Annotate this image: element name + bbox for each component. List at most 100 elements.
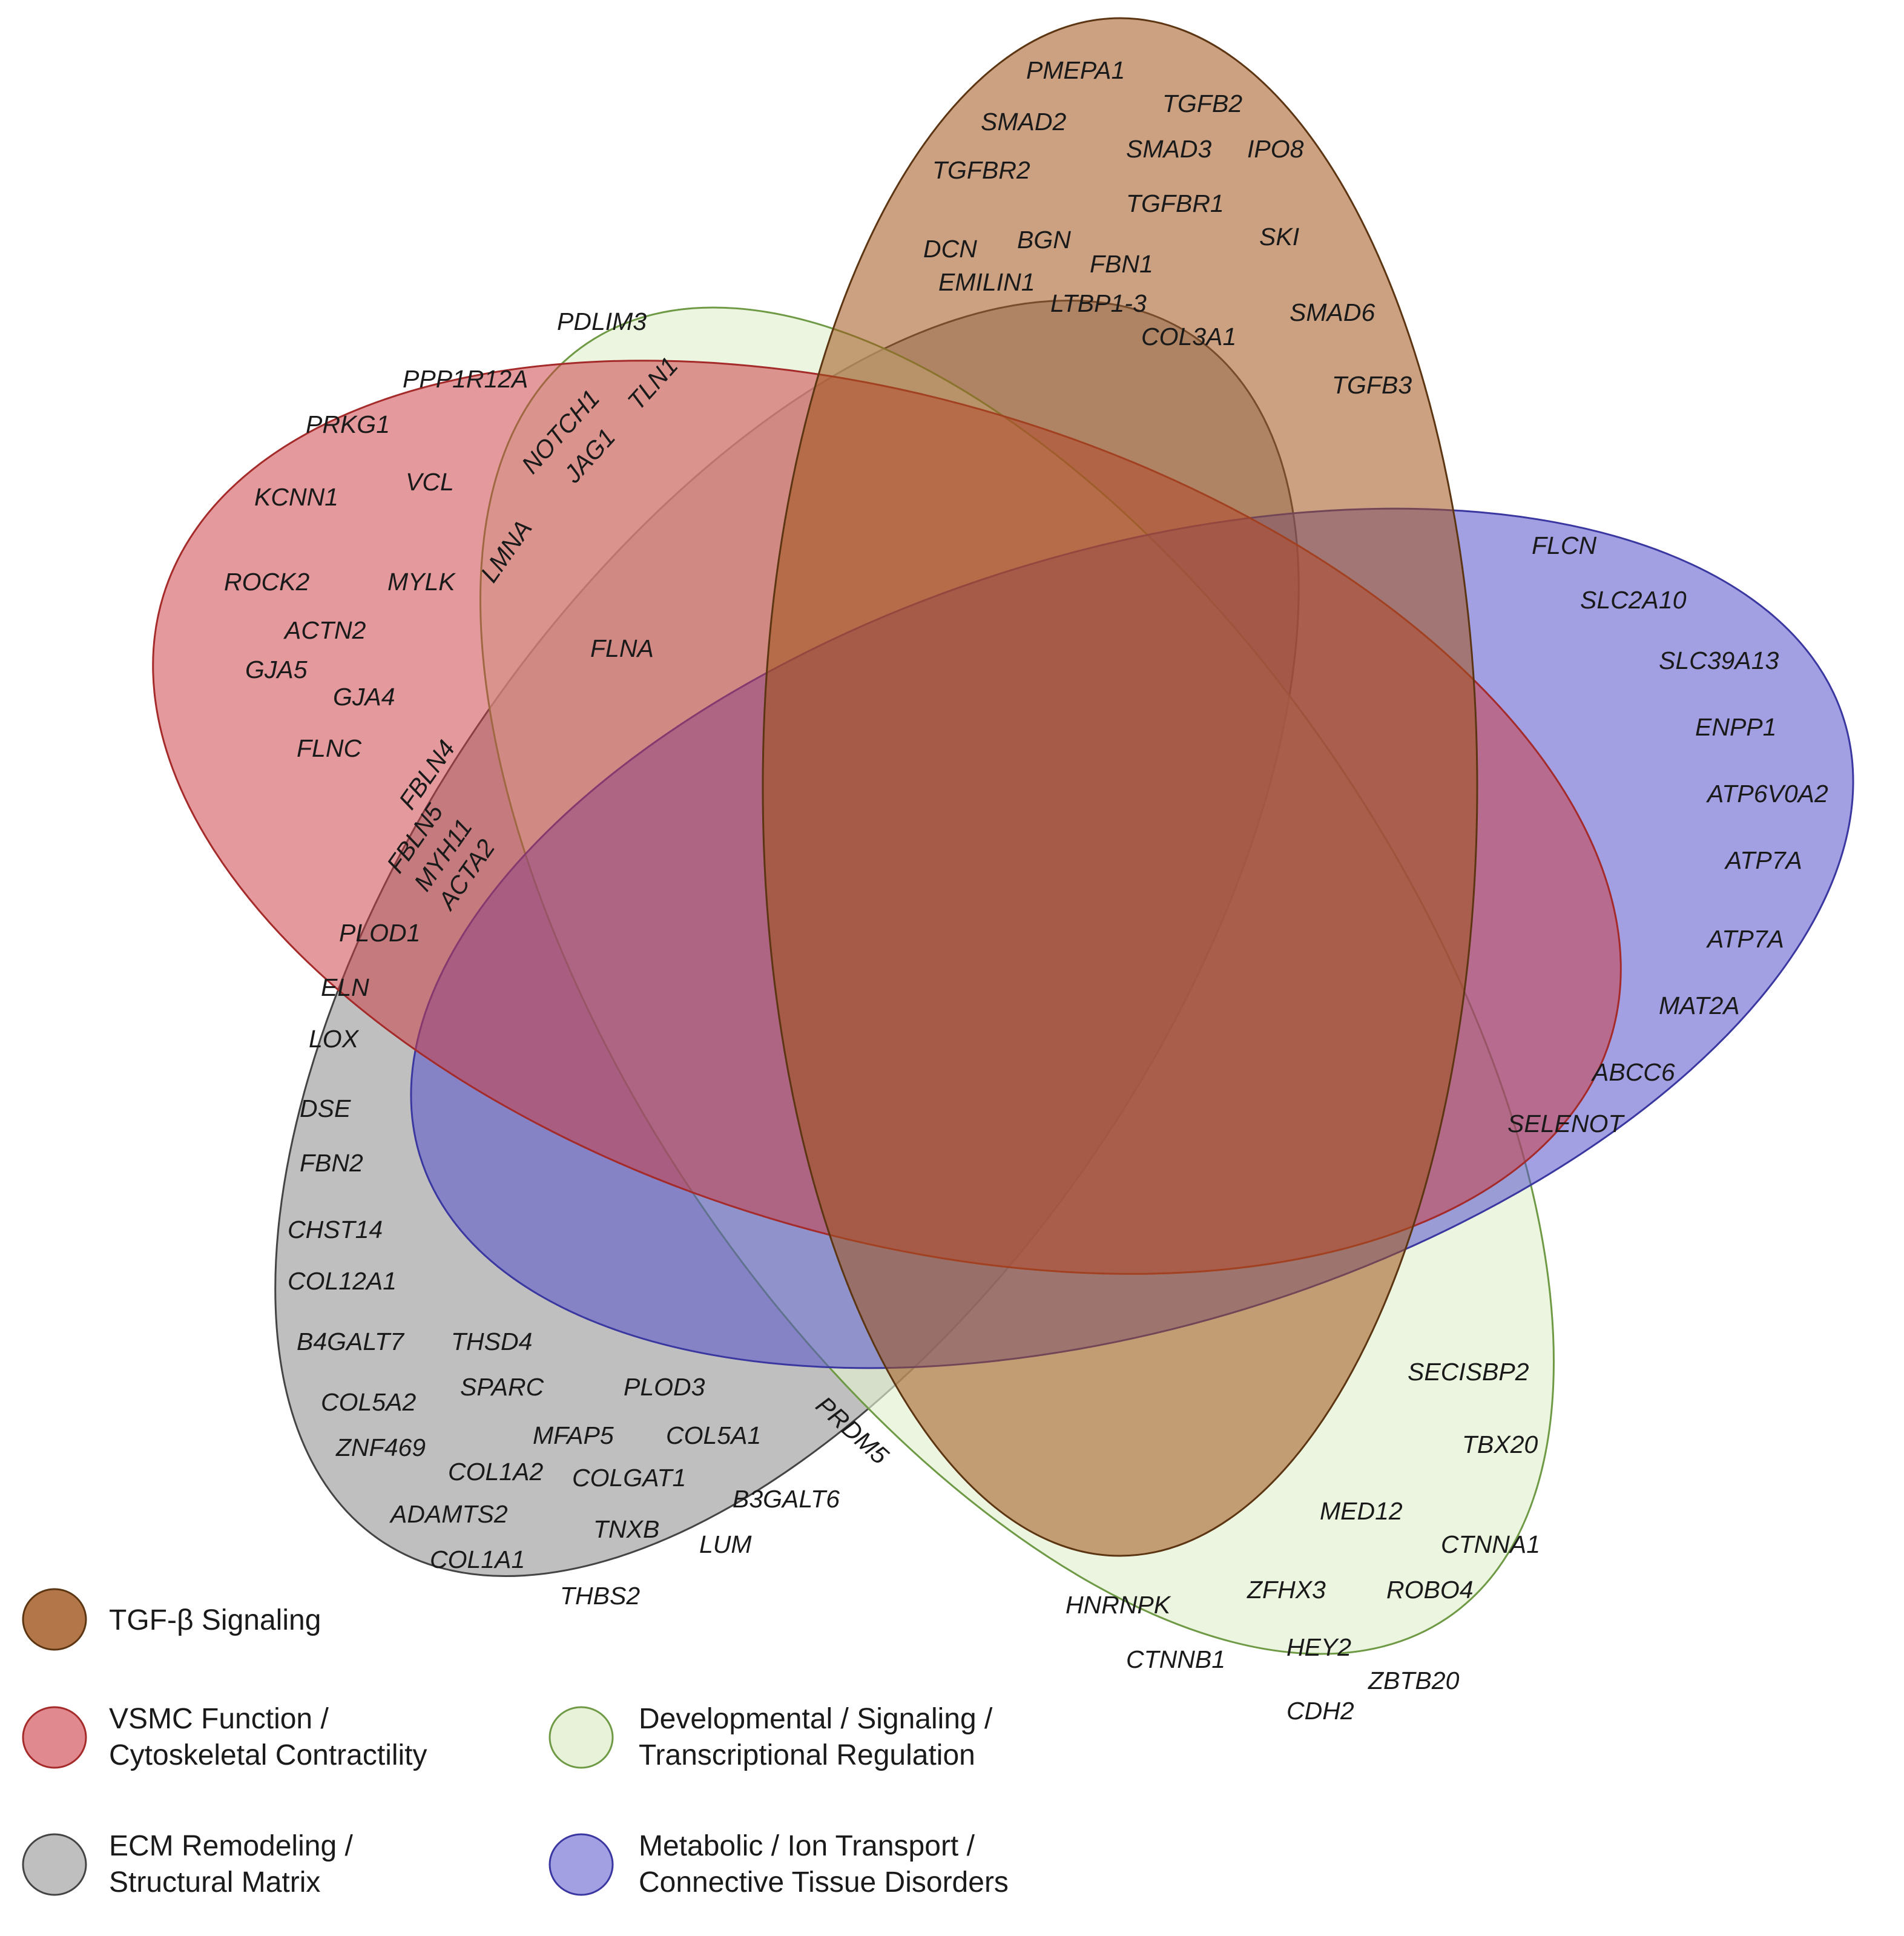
gene-label: PMEPA1 xyxy=(1026,56,1125,84)
legend-item-ecm: ECM Remodeling / Structural Matrix xyxy=(22,1830,353,1898)
gene-label: COL1A1 xyxy=(430,1546,525,1573)
legend-label: Transcriptional Regulation xyxy=(639,1739,975,1771)
gene-label: TBX20 xyxy=(1462,1431,1538,1458)
gene-label: IPO8 xyxy=(1247,135,1304,163)
gene-label: PDLIM3 xyxy=(557,308,647,335)
gene-label: PLOD1 xyxy=(339,919,420,947)
gene-label: TGFB2 xyxy=(1162,90,1242,117)
gene-label: FBN2 xyxy=(300,1149,363,1177)
gene-label: ATP7A xyxy=(1724,846,1802,874)
gene-label: FLNA xyxy=(590,634,654,662)
metabolic-only-genes: FLCN SLC2A10 SLC39A13 ENPP1 ATP6V0A2 ATP… xyxy=(1507,532,1828,1138)
gene-label: SLC39A13 xyxy=(1659,647,1779,674)
gene-label: PLOD3 xyxy=(624,1373,705,1401)
gene-label: HEY2 xyxy=(1286,1633,1351,1661)
gene-label: CDH2 xyxy=(1286,1697,1354,1725)
gene-label: LTBP1-3 xyxy=(1050,289,1147,317)
gene-label: MFAP5 xyxy=(533,1421,614,1449)
tgf-only-genes: PMEPA1 TGFB2 SMAD2 SMAD3 IPO8 TGFBR2 TGF… xyxy=(932,56,1412,399)
gene-label: SMAD2 xyxy=(981,108,1066,136)
gene-label: THSD4 xyxy=(451,1328,532,1355)
gene-label: ROCK2 xyxy=(224,568,309,596)
gene-label: PPP1R12A xyxy=(403,365,528,393)
gene-label: COL5A1 xyxy=(666,1421,761,1449)
legend-label: Developmental / Signaling / xyxy=(639,1703,993,1735)
gene-label: SELENOT xyxy=(1507,1110,1625,1138)
gene-label: TGFB3 xyxy=(1332,371,1412,399)
gene-label: SMAD6 xyxy=(1290,298,1375,326)
gene-label: SECISBP2 xyxy=(1408,1358,1529,1386)
gene-label: MYLK xyxy=(387,568,456,596)
tgf-set-ellipse xyxy=(762,17,1478,1557)
gene-label: ATP6V0A2 xyxy=(1705,780,1828,808)
gene-label: COL5A2 xyxy=(321,1388,416,1416)
legend-label: Cytoskeletal Contractility xyxy=(109,1739,427,1771)
gene-label: ELN xyxy=(321,973,369,1001)
gene-label: DCN xyxy=(923,235,977,263)
legend-label: Metabolic / Ion Transport / xyxy=(639,1830,975,1862)
gene-label: ROBO4 xyxy=(1386,1576,1474,1604)
gene-label: FLNC xyxy=(297,734,361,762)
legend-label: Connective Tissue Disorders xyxy=(639,1866,1009,1898)
legend-swatch-vsmc xyxy=(22,1706,87,1769)
ecm-only-genes: PLOD1 ELN LOX DSE FBN2 CHST14 COL12A1 B4… xyxy=(288,919,840,1610)
gene-label: LUM xyxy=(699,1530,752,1558)
gene-label: COLGAT1 xyxy=(572,1464,686,1492)
legend-label: TGF-β Signaling xyxy=(109,1604,321,1636)
dev-only-genes: SECISBP2 TBX20 MED12 CTNNA1 HNRNPK ZFHX3… xyxy=(1066,1358,1540,1725)
gene-label: TGFBR1 xyxy=(1126,189,1224,217)
legend-item-metabolic: Metabolic / Ion Transport / Connective T… xyxy=(548,1830,1009,1898)
legend-swatch-tgf xyxy=(22,1588,87,1651)
gene-label: HNRNPK xyxy=(1066,1591,1171,1619)
gene-label: ABCC6 xyxy=(1590,1058,1675,1086)
gene-label: BGN xyxy=(1017,226,1071,254)
gene-label: CTNNB1 xyxy=(1126,1645,1225,1673)
gene-label: TNXB xyxy=(593,1515,659,1543)
vsmc-dev-ecm-genes: FLNA xyxy=(590,634,654,662)
vsmc-only-genes: PDLIM3 PPP1R12A PRKG1 KCNN1 VCL ROCK2 MY… xyxy=(224,308,647,762)
gene-label: VCL xyxy=(406,468,454,496)
legend-label: VSMC Function / xyxy=(109,1703,329,1735)
gene-label: THBS2 xyxy=(560,1582,640,1610)
legend: TGF-β Signaling VSMC Function / Cytoskel… xyxy=(22,1588,1009,1898)
legend-swatch-ecm xyxy=(22,1833,87,1896)
gene-label: ZFHX3 xyxy=(1247,1576,1326,1604)
gene-label: PRKG1 xyxy=(306,410,390,438)
gene-label: ACTN2 xyxy=(283,616,366,644)
gene-label: EMILIN1 xyxy=(938,268,1035,296)
gene-label: SKI xyxy=(1259,223,1299,251)
gene-label: CHST14 xyxy=(288,1216,383,1243)
gene-label: COL1A2 xyxy=(448,1458,543,1486)
gene-label: GJA5 xyxy=(245,656,308,683)
legend-item-dev: Developmental / Signaling / Transcriptio… xyxy=(548,1703,993,1771)
gene-label: B3GALT6 xyxy=(733,1485,840,1513)
legend-swatch-metabolic xyxy=(548,1833,614,1896)
legend-item-tgf: TGF-β Signaling xyxy=(22,1588,321,1651)
gene-label: FBN1 xyxy=(1090,250,1153,278)
tgf-ecm-genes: DCN BGN EMILIN1 FBN1 LTBP1-3 COL3A1 xyxy=(923,226,1236,351)
gene-label: TGFBR2 xyxy=(932,156,1030,184)
gene-label: COL3A1 xyxy=(1141,323,1236,351)
legend-item-vsmc: VSMC Function / Cytoskeletal Contractili… xyxy=(22,1703,427,1771)
gene-label: ZNF469 xyxy=(335,1434,426,1461)
gene-label: SMAD3 xyxy=(1126,135,1211,163)
gene-label: MAT2A xyxy=(1659,992,1740,1019)
gene-label: COL12A1 xyxy=(288,1267,397,1295)
legend-label: ECM Remodeling / xyxy=(109,1830,353,1862)
gene-label: DSE xyxy=(300,1095,351,1122)
gene-label: SPARC xyxy=(460,1373,544,1401)
legend-label: Structural Matrix xyxy=(109,1866,320,1898)
gene-label: ZBTB20 xyxy=(1368,1667,1460,1694)
gene-label: ENPP1 xyxy=(1695,713,1776,741)
legend-swatch-dev xyxy=(548,1706,614,1769)
gene-label: ADAMTS2 xyxy=(389,1500,508,1528)
gene-label: B4GALT7 xyxy=(297,1328,405,1355)
gene-label: KCNN1 xyxy=(254,483,338,511)
gene-label: LOX xyxy=(309,1025,360,1053)
gene-label: MED12 xyxy=(1320,1497,1403,1525)
gene-label: FLCN xyxy=(1532,532,1596,559)
gene-label: ATP7A xyxy=(1705,925,1784,953)
gene-label: GJA4 xyxy=(333,683,395,711)
gene-label: SLC2A10 xyxy=(1580,586,1687,614)
